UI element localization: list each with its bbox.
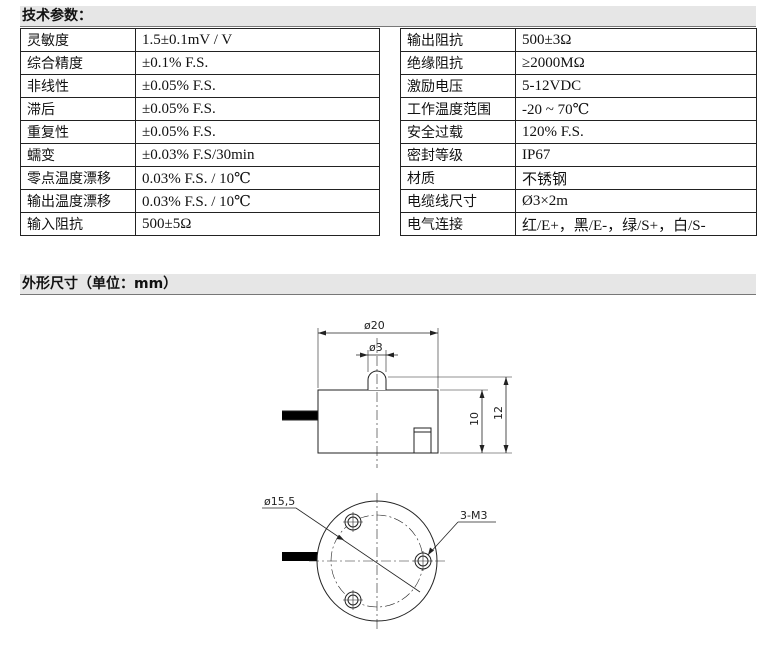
spec-section-header: 技术参数： <box>20 6 756 27</box>
dim-label-height-body: 10 <box>468 412 481 426</box>
m3-hole <box>343 512 363 532</box>
spec-value: 500±3Ω <box>515 28 757 52</box>
spec-value: 不锈钢 <box>515 166 757 190</box>
spec-label: 激励电压 <box>400 74 516 98</box>
spec-value: 红/E+，黑/E-，绿/S+，白/S- <box>515 212 757 236</box>
spec-label: 零点温度漂移 <box>20 166 136 190</box>
spec-label: 材质 <box>400 166 516 190</box>
spec-label: 非线性 <box>20 74 136 98</box>
spec-value: 0.03% F.S. / 10℃ <box>135 189 380 213</box>
arrow-head <box>318 330 326 336</box>
leader-dia-pcd <box>295 507 421 593</box>
spec-value: ±0.05% F.S. <box>135 97 380 121</box>
spec-value: ≥2000MΩ <box>515 51 757 75</box>
dim-label-dia-pcd: ø15,5 <box>264 495 295 508</box>
table-row: 滞后±0.05% F.S. <box>20 97 380 121</box>
spec-label: 重复性 <box>20 120 136 144</box>
spec-section-title: 技术参数： <box>22 8 92 24</box>
spec-value: ±0.05% F.S. <box>135 74 380 98</box>
spec-value: 1.5±0.1mV / V <box>135 28 380 52</box>
table-row: 重复性±0.05% F.S. <box>20 120 380 144</box>
m3-hole <box>413 551 433 571</box>
dimension-drawing: ø20 ø3 10 12 <box>262 319 512 630</box>
dim-label-holes: 3-M3 <box>460 509 487 522</box>
spec-label: 蠕变 <box>20 143 136 167</box>
spec-value: 5-12VDC <box>515 74 757 98</box>
arrow-head <box>336 535 344 540</box>
mounting-pin <box>413 427 432 454</box>
top-view <box>262 493 496 630</box>
table-row: 非线性±0.05% F.S. <box>20 74 380 98</box>
table-row: 蠕变±0.03% F.S/30min <box>20 143 380 167</box>
spec-label: 输入阻抗 <box>20 212 136 236</box>
spec-value: ±0.03% F.S/30min <box>135 143 380 167</box>
spec-label: 绝缘阻抗 <box>400 51 516 75</box>
spec-label: 输出阻抗 <box>400 28 516 52</box>
spec-value: 500±5Ω <box>135 212 380 236</box>
spec-value: ±0.1% F.S. <box>135 51 380 75</box>
arrow-head <box>503 377 509 385</box>
spec-label: 工作温度范围 <box>400 97 516 121</box>
spec-value: 120% F.S. <box>515 120 757 144</box>
spec-label: 电缆线尺寸 <box>400 189 516 213</box>
spec-label: 灵敏度 <box>20 28 136 52</box>
table-row: 工作温度范围-20 ~ 70℃ <box>400 97 757 121</box>
arrow-head <box>479 390 485 398</box>
table-row: 材质不锈钢 <box>400 166 757 190</box>
spec-value: 0.03% F.S. / 10℃ <box>135 166 380 190</box>
arrow-head <box>386 352 394 358</box>
side-view <box>282 328 512 468</box>
arrow-head <box>430 330 438 336</box>
spec-label: 安全过载 <box>400 120 516 144</box>
spec-label: 电气连接 <box>400 212 516 236</box>
spec-value: IP67 <box>515 143 757 167</box>
spec-value: Ø3×2m <box>515 189 757 213</box>
dim-label-dia-stud: ø3 <box>369 341 383 354</box>
spec-value: -20 ~ 70℃ <box>515 97 757 121</box>
dim-label-height-total: 12 <box>492 406 505 420</box>
m3-hole <box>343 590 363 610</box>
table-row: 综合精度±0.1% F.S. <box>20 51 380 75</box>
spec-label: 综合精度 <box>20 51 136 75</box>
dimensions-section-header: 外形尺寸（单位：mm） <box>20 274 756 295</box>
spec-label: 密封等级 <box>400 143 516 167</box>
arrow-head <box>360 352 368 358</box>
table-row: 绝缘阻抗≥2000MΩ <box>400 51 757 75</box>
spec-label: 滞后 <box>20 97 136 121</box>
leader-holes <box>427 521 459 556</box>
table-row: 电气连接红/E+，黑/E-，绿/S+，白/S- <box>400 212 757 236</box>
arrow-head <box>479 445 485 453</box>
dimensions-section-title: 外形尺寸（单位：mm） <box>22 276 178 292</box>
arrow-head <box>503 445 509 453</box>
spec-label: 输出温度漂移 <box>20 189 136 213</box>
spec-value: ±0.05% F.S. <box>135 120 380 144</box>
arrow-head <box>428 547 434 555</box>
dim-label-dia-outer: ø20 <box>364 319 385 332</box>
